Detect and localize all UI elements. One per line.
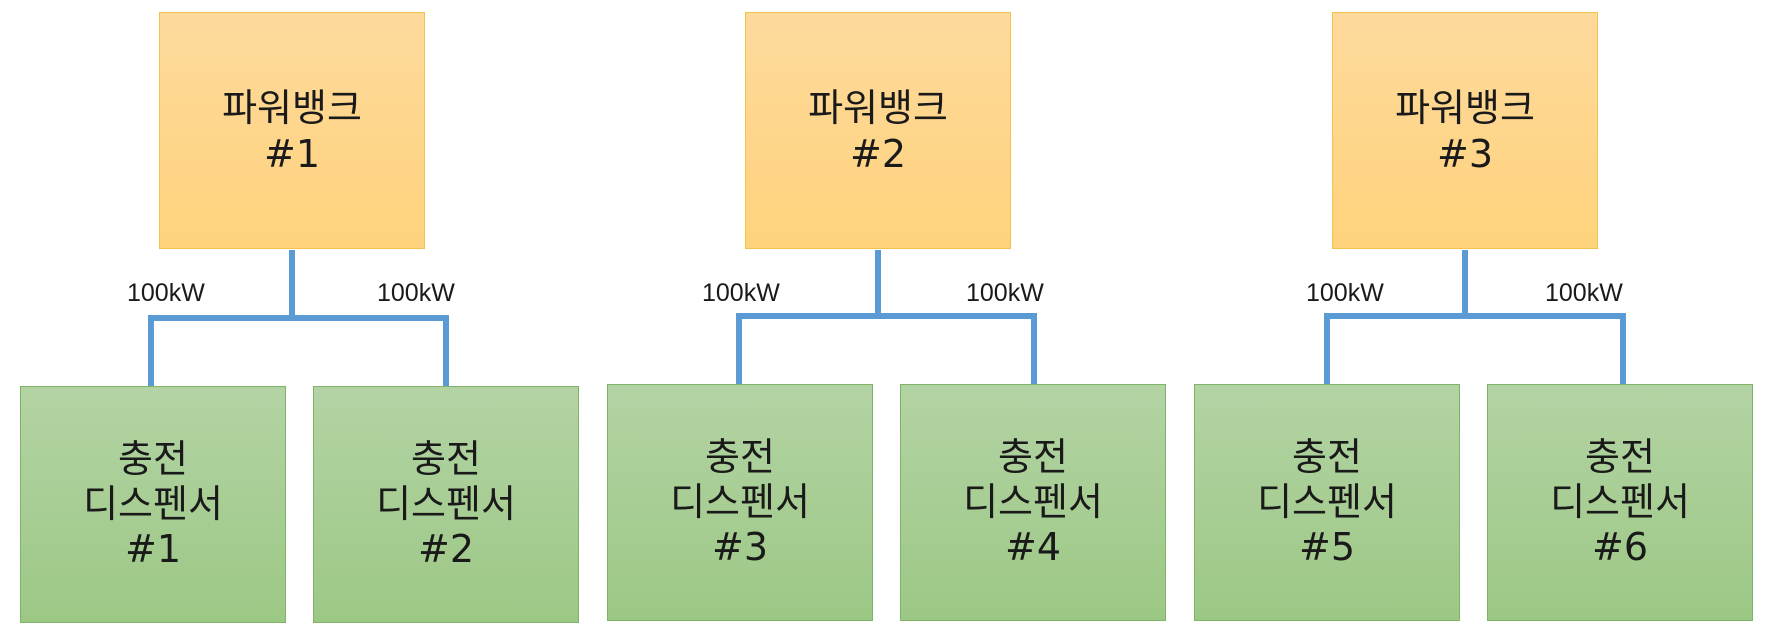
charging-dispenser-3: 충전 디스펜서 #3	[607, 384, 873, 621]
dispenser-line2: 디스펜서	[963, 480, 1103, 524]
power-label-2: 100kW	[377, 279, 455, 307]
dispenser-line2: 디스펜서	[670, 480, 810, 524]
dispenser-line1: 충전	[1585, 435, 1655, 479]
power-label-5: 100kW	[1306, 279, 1384, 307]
dispenser-number: #3	[711, 525, 769, 569]
charging-dispenser-6: 충전 디스펜서 #6	[1487, 384, 1753, 621]
charging-dispenser-5: 충전 디스펜서 #5	[1194, 384, 1460, 621]
power-bank-number: #1	[263, 131, 321, 176]
power-bank-1: 파워뱅크 #1	[159, 12, 425, 249]
power-label-3: 100kW	[702, 279, 780, 307]
dispenser-line1: 충전	[118, 437, 188, 481]
dispenser-line1: 충전	[1292, 435, 1362, 479]
power-bank-title: 파워뱅크	[808, 85, 948, 130]
dispenser-number: #1	[124, 527, 182, 571]
charging-dispenser-1: 충전 디스펜서 #1	[20, 386, 286, 623]
dispenser-number: #4	[1004, 525, 1062, 569]
power-bank-3: 파워뱅크 #3	[1332, 12, 1598, 249]
connector-bar-2	[736, 313, 1037, 384]
connector-bar-1	[148, 315, 449, 386]
dispenser-line1: 충전	[705, 435, 775, 479]
dispenser-number: #2	[417, 527, 475, 571]
dispenser-line1: 충전	[411, 437, 481, 481]
power-bank-2: 파워뱅크 #2	[745, 12, 1011, 249]
charging-dispenser-4: 충전 디스펜서 #4	[900, 384, 1166, 621]
power-bank-title: 파워뱅크	[1395, 85, 1535, 130]
dispenser-line2: 디스펜서	[376, 482, 516, 526]
power-label-1: 100kW	[127, 279, 205, 307]
power-label-6: 100kW	[1545, 279, 1623, 307]
power-bank-number: #2	[849, 131, 907, 176]
power-label-4: 100kW	[966, 279, 1044, 307]
dispenser-line1: 충전	[998, 435, 1068, 479]
dispenser-line2: 디스펜서	[1257, 480, 1397, 524]
dispenser-line2: 디스펜서	[1550, 480, 1690, 524]
connector-bar-3	[1324, 313, 1626, 384]
dispenser-number: #6	[1591, 525, 1649, 569]
power-bank-number: #3	[1436, 131, 1494, 176]
charging-dispenser-2: 충전 디스펜서 #2	[313, 386, 579, 623]
dispenser-line2: 디스펜서	[83, 482, 223, 526]
dispenser-number: #5	[1298, 525, 1356, 569]
power-bank-title: 파워뱅크	[222, 85, 362, 130]
